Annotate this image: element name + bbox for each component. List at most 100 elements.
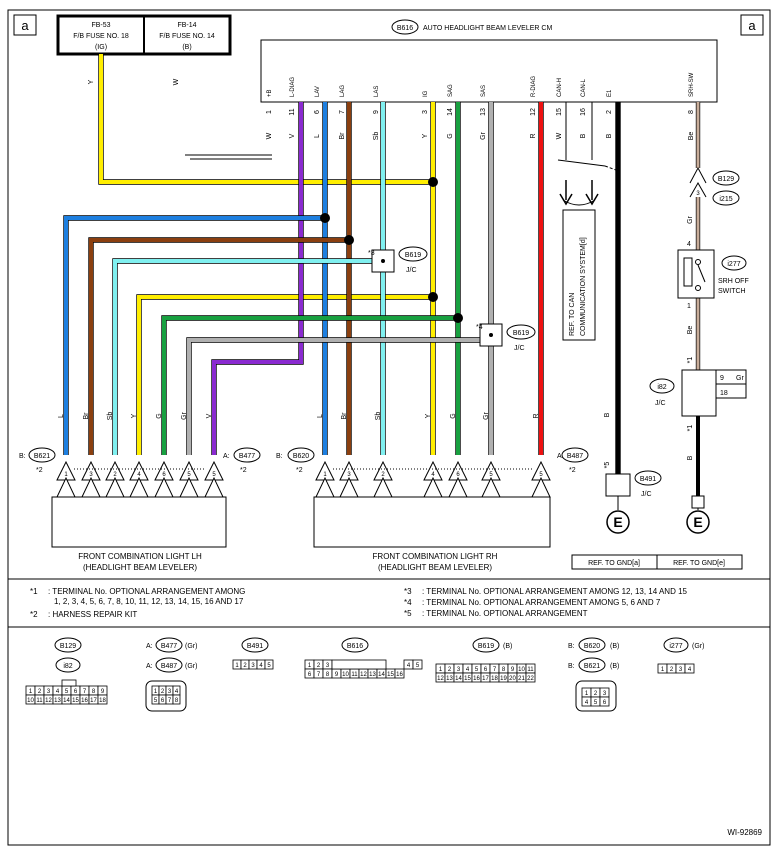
light-wire-label: R — [533, 413, 540, 418]
srh-conn-a: B129 — [718, 176, 734, 183]
svg-text:5: 5 — [65, 689, 69, 695]
page-frame — [7, 9, 771, 846]
srh-marker: *1 — [687, 357, 694, 364]
svg-text:13: 13 — [446, 676, 453, 682]
svg-text:*2: *2 — [240, 467, 247, 474]
wire — [137, 295, 433, 455]
cm-pin-wire: B — [580, 133, 587, 138]
cm-pin-wire: Br — [339, 132, 346, 140]
svg-text:5: 5 — [154, 698, 158, 704]
cm-pin-signal: L-DIAG — [290, 77, 296, 97]
rh-conn-b: B620 — [293, 453, 309, 460]
cm-pin-wire: L — [314, 134, 321, 138]
cm-pin-signal: LAV — [315, 86, 321, 97]
terminal-pin: 1 — [323, 472, 327, 478]
svg-text:21: 21 — [518, 676, 525, 682]
svg-text:3: 3 — [251, 663, 255, 669]
cm-connector-bubble — [391, 19, 419, 35]
terminal-pin: 5 — [539, 472, 543, 478]
svg-text:6: 6 — [484, 667, 488, 673]
jc-b491 — [605, 473, 631, 497]
svg-text:8: 8 — [175, 698, 179, 704]
svg-text:7: 7 — [317, 672, 321, 678]
svg-text:2: 2 — [670, 667, 674, 673]
svg-text:B620: B620 — [584, 643, 600, 650]
cm-pin-number: 3 — [422, 110, 429, 114]
splice-dot — [428, 292, 438, 302]
cm-pin-number: 14 — [447, 108, 454, 116]
jc-i82 — [681, 369, 717, 417]
svg-text:*2: *2 — [296, 467, 303, 474]
svg-text:2: 2 — [38, 689, 42, 695]
can-ref-line1: REF. TO CAN — [569, 293, 576, 336]
jc-b619-4-label: J/C — [514, 345, 525, 352]
wire — [187, 338, 491, 455]
svg-text:2: 2 — [243, 663, 247, 669]
svg-text:: HARNESS REPAIR KIT: : HARNESS REPAIR KIT — [48, 610, 137, 619]
rh-title1: FRONT COMBINATION LIGHT RH — [373, 552, 498, 561]
light-wire-label: L — [317, 414, 324, 418]
svg-text:18: 18 — [99, 698, 106, 704]
svg-text:9: 9 — [335, 672, 339, 678]
cm-pin-number: 6 — [314, 110, 321, 114]
fuse-2-line2: (B) — [182, 44, 191, 51]
splice-dot — [320, 213, 330, 223]
lh-conn-a: B477 — [239, 453, 255, 460]
svg-text:17: 17 — [90, 698, 97, 704]
svg-text:1: 1 — [154, 689, 158, 695]
svg-text:4: 4 — [466, 667, 470, 673]
svg-text:B487: B487 — [161, 663, 177, 670]
srh-wire-low: B — [687, 455, 694, 460]
jc-i82-connector: i82 — [657, 384, 666, 391]
svg-text:i82: i82 — [63, 663, 72, 670]
cm-pin-number: 8 — [688, 110, 695, 114]
svg-text:*3: *3 — [404, 587, 412, 596]
svg-text:B129: B129 — [60, 643, 76, 650]
svg-text:2: 2 — [161, 689, 165, 695]
cm-pin-wire: W — [556, 132, 563, 139]
jc-i82-label: J/C — [655, 400, 666, 407]
svg-text:B491: B491 — [247, 643, 263, 650]
lh-box — [51, 496, 227, 548]
svg-text:i277: i277 — [669, 643, 682, 650]
svg-text:A:: A: — [146, 663, 153, 670]
svg-text:11: 11 — [36, 698, 43, 704]
jc-b619-4-marker: *4 — [476, 324, 483, 331]
jc-b619-3-label: J/C — [406, 267, 417, 274]
jc-b491-marker: *5 — [604, 462, 611, 469]
jc-i82-pin-a: 9 — [720, 375, 724, 382]
svg-text:10: 10 — [27, 698, 34, 704]
light-wire-label: Sb — [107, 412, 114, 421]
svg-text:5: 5 — [267, 663, 271, 669]
page-marker-right — [740, 14, 764, 36]
svg-text:A:: A: — [557, 453, 564, 460]
splice-dot — [344, 235, 354, 245]
svg-text:A:: A: — [146, 643, 153, 650]
jc-b619-3-connector: B619 — [405, 252, 421, 259]
jc-b491-connector: B491 — [640, 476, 656, 483]
light-wire-label: L — [58, 414, 65, 418]
srh-switch-line1: SRH OFF — [718, 278, 749, 285]
cm-box — [260, 39, 718, 103]
svg-text:1, 2, 3, 4, 5, 6, 7, 8, 10, 11: 1, 2, 3, 4, 5, 6, 7, 8, 10, 11, 12, 13, … — [54, 597, 244, 606]
light-wire-label: G — [156, 413, 163, 418]
svg-text:12: 12 — [45, 698, 52, 704]
cm-pin-signal: E1 — [607, 89, 613, 97]
svg-text:22: 22 — [527, 676, 534, 682]
fuse-2-code: FB-14 — [177, 22, 196, 29]
svg-text:7: 7 — [493, 667, 497, 673]
svg-text:1: 1 — [308, 663, 312, 669]
srh-conn-b: i215 — [719, 196, 732, 203]
svg-text:1: 1 — [29, 689, 33, 695]
svg-text:(B): (B) — [610, 643, 619, 650]
light-wire-label: Gr — [483, 411, 490, 419]
svg-text:1: 1 — [439, 667, 443, 673]
page-marker-right-text: a — [748, 18, 756, 33]
light-wire-label: G — [450, 413, 457, 418]
jc-b491-label: J/C — [641, 491, 652, 498]
svg-text:A:: A: — [223, 453, 230, 460]
fuse-1-line2: (IG) — [95, 44, 107, 51]
cm-pin-wire: B — [606, 133, 613, 138]
terminal-pin: 2 — [381, 472, 385, 478]
